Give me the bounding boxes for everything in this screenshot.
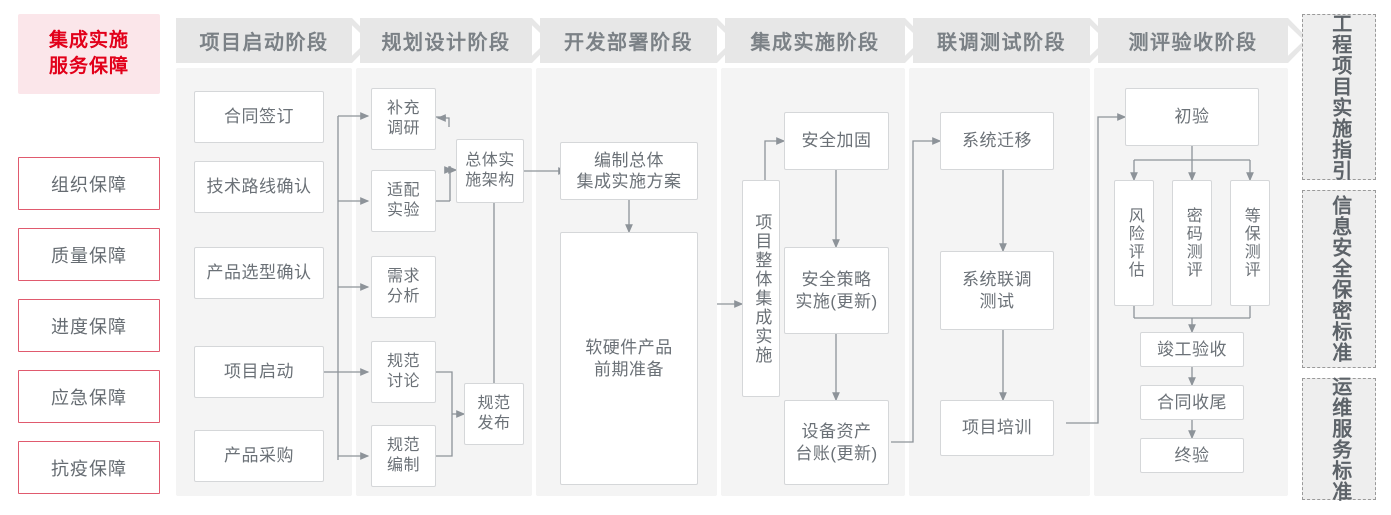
node-crypto-evaluation[interactable]: 密码测评 xyxy=(1172,180,1212,306)
node-extra-research[interactable]: 补充 调研 xyxy=(371,88,436,150)
node-spec-publish[interactable]: 规范 发布 xyxy=(464,383,524,445)
node-label-line2: 编制 xyxy=(386,457,420,474)
rail-item-organization[interactable]: 组织保障 xyxy=(18,157,160,210)
node-label: 终验 xyxy=(1174,445,1210,465)
left-rail-title: 集成实施 服务保障 xyxy=(18,14,160,94)
node-contract-sign[interactable]: 合同签订 xyxy=(194,91,324,143)
node-final-acceptance[interactable]: 终验 xyxy=(1140,438,1244,473)
node-overall-architecture[interactable]: 总体实 施架构 xyxy=(456,139,524,203)
node-make-overall-plan[interactable]: 编制总体 集成实施方案 xyxy=(560,142,698,200)
phase-banner-develop[interactable]: 开发部署阶段 xyxy=(540,18,717,63)
node-label-line1: 系统联调 xyxy=(962,270,1032,290)
phase-banner-label: 开发部署阶段 xyxy=(564,32,693,54)
node-label: 项目整体集成实施 xyxy=(752,212,772,365)
left-rail-title-line1: 集成实施 xyxy=(48,30,129,52)
node-label-line2: 集成实施方案 xyxy=(576,172,682,191)
node-system-joint-test[interactable]: 系统联调 测试 xyxy=(940,251,1054,330)
right-rail-label: 运维服务标准 xyxy=(1328,376,1351,502)
node-label-line1: 适配 xyxy=(386,182,420,199)
node-demand-analysis[interactable]: 需求 分析 xyxy=(371,256,436,318)
node-label-line2: 调研 xyxy=(386,120,420,137)
node-product-select[interactable]: 产品选型确认 xyxy=(194,247,324,299)
node-label-line2: 测试 xyxy=(979,291,1015,311)
node-preliminary-acceptance[interactable]: 初验 xyxy=(1125,88,1259,146)
node-label: 等保测评 xyxy=(1241,207,1259,279)
node-label-line1: 需求 xyxy=(386,268,420,285)
node-label-line1: 总体实 xyxy=(465,152,515,169)
node-spec-write[interactable]: 规范 编制 xyxy=(371,425,436,487)
node-label: 竣工验收 xyxy=(1157,339,1227,359)
right-rail-engineering-guide[interactable]: 工程项目实施指引 xyxy=(1302,13,1376,181)
node-system-migration[interactable]: 系统迁移 xyxy=(940,112,1054,170)
node-security-hardening[interactable]: 安全加固 xyxy=(784,112,889,170)
node-label: 项目启动 xyxy=(224,362,294,382)
rail-item-label: 组织保障 xyxy=(51,174,127,195)
rail-item-label: 进度保障 xyxy=(51,316,127,337)
node-label: 合同收尾 xyxy=(1157,392,1227,412)
rail-item-emergency[interactable]: 应急保障 xyxy=(18,370,160,423)
phase-banner-acceptance[interactable]: 测评验收阶段 xyxy=(1098,18,1288,63)
node-contract-closure[interactable]: 合同收尾 xyxy=(1140,385,1244,420)
phase-banner-label: 联调测试阶段 xyxy=(937,32,1066,54)
node-tech-route[interactable]: 技术路线确认 xyxy=(194,161,324,213)
rail-item-schedule[interactable]: 进度保障 xyxy=(18,299,160,352)
phase-banner-jointtest[interactable]: 联调测试阶段 xyxy=(913,18,1090,63)
node-label-line1: 补充 xyxy=(386,100,420,117)
rail-item-label: 质量保障 xyxy=(51,245,127,266)
node-label-line1: 设备资产 xyxy=(801,422,872,442)
node-label: 项目培训 xyxy=(962,418,1032,438)
node-mlps-evaluation[interactable]: 等保测评 xyxy=(1230,180,1270,306)
node-label-line1: 安全策略 xyxy=(801,270,872,290)
rail-item-label: 抗疫保障 xyxy=(51,458,127,479)
node-label-line1: 规范 xyxy=(386,353,420,370)
phase-banner-planning[interactable]: 规划设计阶段 xyxy=(360,18,532,63)
node-label: 合同签订 xyxy=(224,107,294,127)
node-spec-discuss[interactable]: 规范 讨论 xyxy=(371,341,436,403)
node-label-line2: 实验 xyxy=(386,202,420,219)
node-label: 风险评估 xyxy=(1125,207,1143,279)
node-label: 密码测评 xyxy=(1183,207,1201,279)
node-asset-ledger[interactable]: 设备资产 台账(更新) xyxy=(784,400,889,485)
node-hardware-software-prep[interactable]: 软硬件产品 前期准备 xyxy=(560,232,698,485)
node-adapt-test[interactable]: 适配 实验 xyxy=(371,170,436,232)
node-label-line2: 分析 xyxy=(386,288,420,305)
node-label: 产品选型确认 xyxy=(206,263,312,283)
phase-banner-integration[interactable]: 集成实施阶段 xyxy=(725,18,905,63)
node-security-policy[interactable]: 安全策略 实施(更新) xyxy=(784,247,889,334)
phase-banner-label: 测评验收阶段 xyxy=(1128,32,1258,54)
node-label: 产品采购 xyxy=(224,446,294,466)
right-rail-ops-standard[interactable]: 运维服务标准 xyxy=(1302,376,1376,502)
phase-banner-label: 集成实施阶段 xyxy=(750,32,880,54)
phase-banner-startup[interactable]: 项目启动阶段 xyxy=(176,18,352,63)
rail-item-epidemic[interactable]: 抗疫保障 xyxy=(18,441,160,494)
node-label-line2: 发布 xyxy=(477,415,511,432)
node-completion-acceptance[interactable]: 竣工验收 xyxy=(1140,332,1244,367)
node-label-line2: 实施(更新) xyxy=(795,291,878,311)
rail-item-label: 应急保障 xyxy=(51,387,127,408)
node-product-purchase[interactable]: 产品采购 xyxy=(194,430,324,482)
node-project-start[interactable]: 项目启动 xyxy=(194,346,324,398)
node-label-line1: 软硬件产品 xyxy=(585,338,673,358)
right-rail-label: 信息安全保密标准 xyxy=(1328,195,1351,363)
rail-item-quality[interactable]: 质量保障 xyxy=(18,228,160,281)
node-label: 系统迁移 xyxy=(962,131,1032,151)
node-label-line2: 前期准备 xyxy=(594,359,664,379)
right-rail-label: 工程项目实施指引 xyxy=(1328,13,1351,181)
node-risk-assessment[interactable]: 风险评估 xyxy=(1114,180,1154,306)
node-label: 初验 xyxy=(1174,107,1210,127)
right-rail-security-standard[interactable]: 信息安全保密标准 xyxy=(1302,190,1376,368)
node-project-training[interactable]: 项目培训 xyxy=(940,400,1054,456)
phase-banner-label: 项目启动阶段 xyxy=(199,32,329,54)
node-label-line1: 规范 xyxy=(477,395,511,412)
node-overall-integration[interactable]: 项目整体集成实施 xyxy=(742,180,780,397)
node-label-line2: 讨论 xyxy=(386,373,420,390)
left-rail-title-line2: 服务保障 xyxy=(48,56,129,77)
node-label-line2: 施架构 xyxy=(465,172,515,189)
phase-banner-label: 规划设计阶段 xyxy=(381,32,511,54)
node-label: 技术路线确认 xyxy=(206,177,312,197)
node-label-line2: 台账(更新) xyxy=(795,443,878,463)
node-label: 安全加固 xyxy=(801,131,872,151)
node-label-line1: 编制总体 xyxy=(594,150,664,170)
node-label-line1: 规范 xyxy=(386,437,420,454)
